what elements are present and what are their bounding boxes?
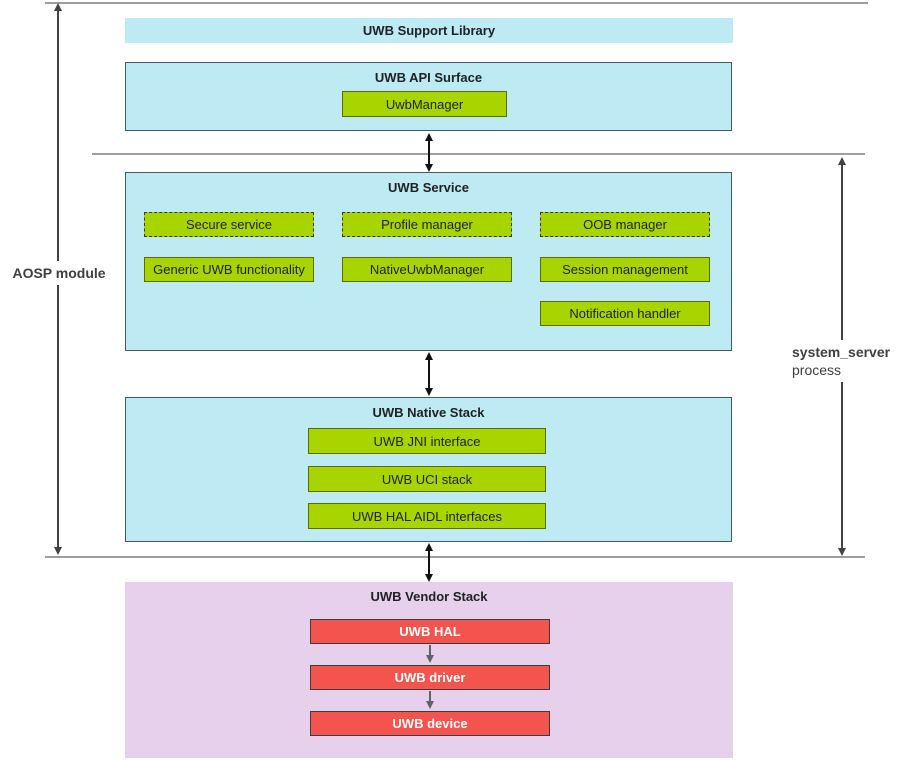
uwb-vendor-stack-title: UWB Vendor Stack xyxy=(370,589,488,604)
boundary-line-top xyxy=(45,2,868,4)
down-arrow-driver-device xyxy=(425,691,435,709)
uwbmanager-module: UwbManager xyxy=(342,91,507,117)
uwb-support-library-box: UWB Support Library xyxy=(125,18,733,43)
uwb-api-surface-title: UWB API Surface xyxy=(374,70,483,85)
module-uwb-driver: UWB driver xyxy=(310,665,550,690)
uwb-native-stack-title: UWB Native Stack xyxy=(372,405,485,420)
module-secure-service: Secure service xyxy=(144,212,314,237)
bidirectional-arrow-api-service xyxy=(424,133,434,172)
uwb-native-stack-box: UWB Native Stack UWB JNI interface UWB U… xyxy=(125,397,732,542)
module-uwb-hal: UWB HAL xyxy=(310,619,550,644)
module-native-uwb-manager: NativeUwbManager xyxy=(342,257,512,282)
down-arrow-hal-driver xyxy=(425,645,435,663)
module-notification-handler: Notification handler xyxy=(540,301,710,326)
boundary-line-system-server-top xyxy=(92,153,865,155)
module-oob-manager: OOB manager xyxy=(540,212,710,237)
uwb-vendor-stack-box: UWB Vendor Stack UWB HAL UWB driver UWB … xyxy=(125,582,733,758)
system-server-process-label: system_server process xyxy=(789,340,898,382)
aosp-module-label: AOSP module xyxy=(4,261,114,285)
bidirectional-arrow-native-vendor xyxy=(424,543,434,582)
module-profile-manager: Profile manager xyxy=(342,212,512,237)
module-uwb-jni-interface: UWB JNI interface xyxy=(308,428,546,454)
uwb-api-surface-box: UWB API Surface UwbManager xyxy=(125,62,732,131)
bidirectional-arrow-service-native xyxy=(424,352,434,396)
uwb-service-box: UWB Service Secure service Profile manag… xyxy=(125,172,732,351)
process-label: process xyxy=(792,362,842,378)
boundary-line-bottom xyxy=(45,556,865,558)
module-session-management: Session management xyxy=(540,257,710,282)
uwb-service-title: UWB Service xyxy=(388,180,469,195)
module-uwb-device: UWB device xyxy=(310,711,550,736)
module-uwb-hal-aidl-interfaces: UWB HAL AIDL interfaces xyxy=(308,503,546,529)
module-uwb-uci-stack: UWB UCI stack xyxy=(308,466,546,492)
system-server-label-bold: system_server xyxy=(792,344,891,360)
module-generic-uwb-functionality: Generic UWB functionality xyxy=(144,257,314,282)
